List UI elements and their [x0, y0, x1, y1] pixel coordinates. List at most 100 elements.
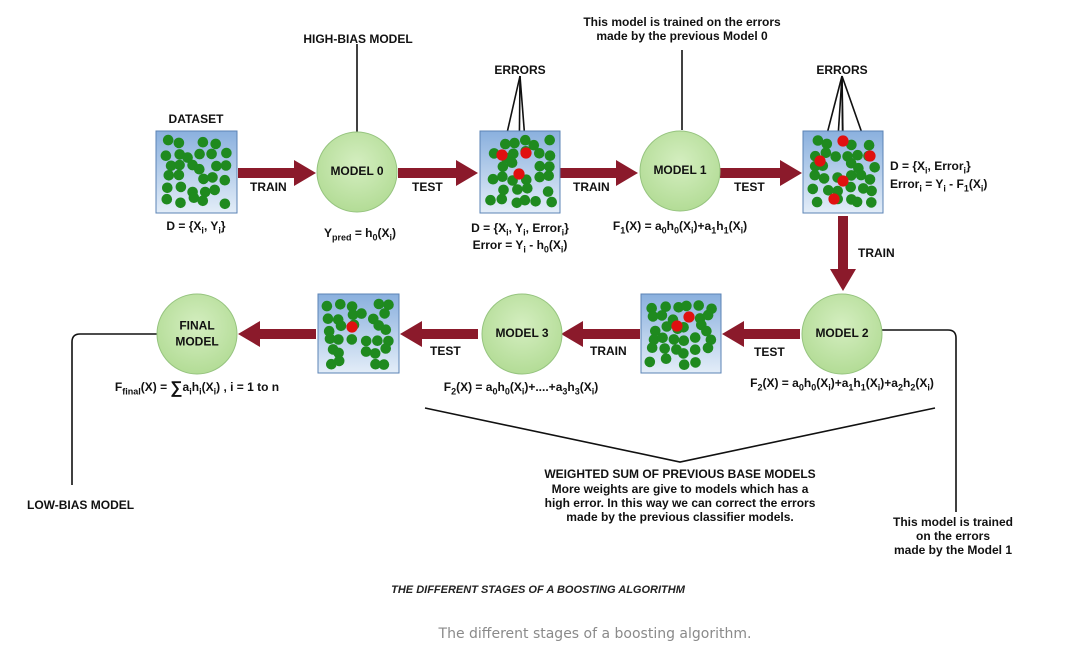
data-point: [807, 183, 819, 195]
formula-text: h: [567, 380, 575, 394]
formula-text: (X) =: [140, 380, 171, 394]
formula-subscript: i: [201, 225, 204, 236]
formula-text: (X: [865, 376, 878, 390]
data-point: [678, 359, 690, 371]
data-point: [346, 334, 358, 345]
data-point: [383, 299, 394, 311]
formula-text: a: [182, 380, 190, 394]
node-label-model2: MODEL 2: [815, 326, 869, 341]
data-point: [322, 313, 334, 325]
formula-text: D = {X: [471, 221, 507, 235]
data-point: [372, 335, 383, 347]
data-point: [188, 192, 200, 203]
formula-text: (X) = a: [762, 376, 799, 390]
data-point: [845, 181, 856, 193]
formula-text: = Y: [921, 177, 944, 191]
data-point: [508, 148, 519, 160]
error-point: [864, 150, 876, 162]
formula-text: F: [114, 380, 123, 394]
data-point: [163, 170, 175, 181]
train-arrow-1: [238, 160, 316, 186]
data-point: [207, 172, 218, 183]
formula-subscript: 2: [451, 386, 457, 397]
test-arrow-1: [398, 160, 478, 186]
formula-text: Error = Y: [472, 238, 524, 252]
data-point: [693, 300, 704, 311]
data-point: [194, 148, 205, 160]
formula-subscript: 3: [574, 386, 580, 397]
formula-subscript: i: [740, 225, 744, 236]
formula-text: h: [716, 219, 724, 233]
formula-subscript: i: [877, 382, 881, 393]
dataset-label: DATASET: [168, 112, 224, 126]
formula-text: , Y: [508, 221, 524, 235]
formula-text: (X) = a: [625, 219, 662, 233]
data-point: [175, 197, 186, 209]
error-point: [828, 193, 840, 205]
formula-text: D = {X: [890, 159, 926, 173]
formula-subscript: i: [560, 244, 564, 255]
formula-text: (X: [201, 380, 214, 394]
formula-subscript: 2: [757, 382, 763, 393]
train-arrow-3: [830, 216, 856, 291]
formula-dataset-errors-2: D = {Xi, Errori}: [890, 159, 971, 176]
formula-subscript: 0: [492, 386, 498, 397]
formula-subscript: 1: [711, 225, 717, 236]
edge-label-test-2: TEST: [734, 180, 765, 194]
formula-text: ): [983, 177, 988, 191]
data-point: [823, 185, 834, 196]
data-point: [812, 135, 824, 146]
final-model-node: [156, 293, 238, 375]
formula-subscript: i: [691, 225, 694, 236]
errors-label-2: ERRORS: [816, 63, 868, 77]
data-point: [221, 147, 232, 159]
formula-text: F: [612, 219, 621, 233]
low-bias-pointer-line: [71, 333, 157, 485]
formula-f1: F1(X) = a0h0(Xi)+a1h1(Xi): [612, 219, 748, 236]
data-point: [702, 342, 714, 354]
error-point: [513, 168, 525, 180]
error-point: [837, 135, 849, 147]
data-point: [220, 160, 232, 171]
data-point: [648, 334, 660, 345]
formula-text: , Error: [525, 221, 562, 235]
formula-subscript: i: [199, 386, 202, 397]
formula-subscript: 0: [673, 225, 679, 236]
formula-subscript: i: [927, 382, 930, 393]
data-point: [206, 148, 217, 160]
formula-text: ): [743, 219, 748, 233]
model0-node: [316, 131, 398, 213]
formula-text: ): [929, 376, 934, 390]
formula-subscript: ∑: [170, 378, 183, 397]
formula-f2-model3: F2(X) = a0h0(Xi)+....+a3h3(Xi): [444, 380, 599, 397]
formula-text: )+a: [880, 376, 898, 390]
formula-text: }: [220, 219, 226, 233]
edge-label-test-4: TEST: [430, 344, 461, 358]
data-point: [646, 302, 657, 314]
formula-text: h: [903, 376, 911, 390]
data-point: [534, 160, 546, 172]
formula-subscript: i: [925, 165, 928, 176]
edge-label-train-1: TRAIN: [250, 180, 287, 194]
data-point: [512, 184, 523, 195]
formula-text: ): [563, 238, 568, 252]
data-point: [530, 196, 541, 207]
data-point: [811, 196, 823, 208]
data-point: [182, 152, 193, 163]
data-point: [509, 137, 520, 149]
data-point: [543, 170, 554, 181]
formula-text: (X: [728, 219, 741, 233]
data-point: [197, 136, 209, 148]
formula-subscript: i: [980, 183, 984, 194]
data-point: [544, 134, 555, 146]
data-point: [851, 196, 863, 208]
data-point: [846, 170, 857, 181]
formula-subscript: i: [591, 386, 595, 397]
data-point: [542, 186, 554, 197]
test-arrow-2: [720, 160, 802, 186]
data-point: [855, 169, 867, 181]
data-point: [705, 334, 717, 346]
formula-subscript: i: [521, 386, 525, 397]
data-point: [373, 298, 385, 310]
test-arrow-3: [722, 321, 800, 347]
